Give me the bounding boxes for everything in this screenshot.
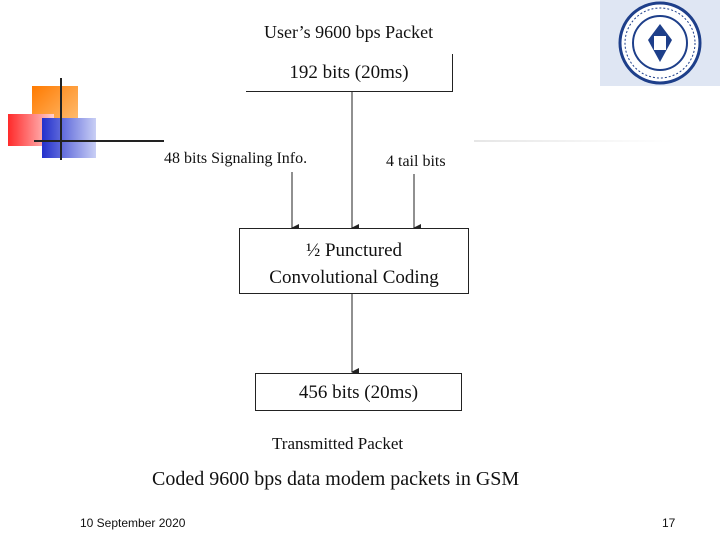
output-box: 456 bits (20ms) bbox=[255, 373, 462, 411]
packet-bottom-border bbox=[246, 91, 453, 92]
decor-vertical-line bbox=[60, 78, 62, 160]
output-label: Transmitted Packet bbox=[272, 434, 404, 453]
packet-label: 192 bits (20ms) bbox=[289, 62, 409, 83]
tail-label: 4 tail bits bbox=[386, 153, 446, 170]
signaling-label: 48 bits Signaling Info. bbox=[164, 150, 308, 167]
coder-box: ½ Punctured Convolutional Coding bbox=[239, 228, 469, 294]
packet-right-border bbox=[452, 54, 453, 92]
coder-line-2: Convolutional Coding bbox=[269, 267, 439, 288]
decor-horizontal-line bbox=[34, 140, 164, 142]
decor-blue-square bbox=[42, 118, 96, 158]
page-number: 17 bbox=[662, 516, 676, 530]
footer-date: 10 September 2020 bbox=[80, 516, 186, 530]
top-label: User’s 9600 bps Packet bbox=[264, 22, 434, 42]
university-logo bbox=[600, 0, 720, 86]
output-box-label: 456 bits (20ms) bbox=[298, 382, 419, 403]
decor-horizontal-fade bbox=[474, 140, 674, 142]
coder-line-1: ½ Punctured bbox=[305, 240, 403, 261]
slide-caption: Coded 9600 bps data modem packets in GSM bbox=[152, 468, 520, 490]
university-seal-icon bbox=[618, 1, 702, 85]
